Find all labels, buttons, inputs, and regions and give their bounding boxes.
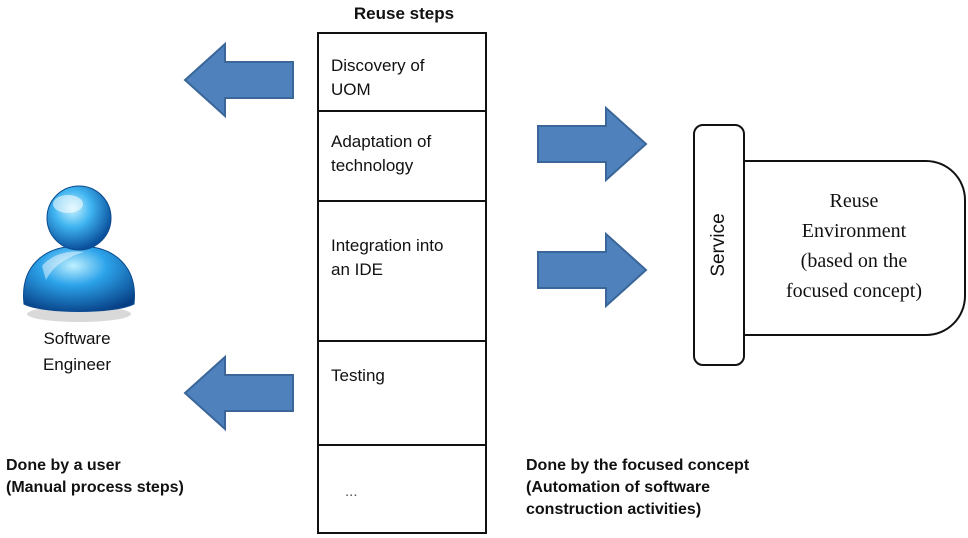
- step-integration: Integration into an IDE: [319, 202, 485, 342]
- automation-note: Done by the focused concept (Automation …: [526, 457, 750, 518]
- step-label: Testing: [331, 366, 385, 385]
- service-box: Service: [693, 124, 745, 366]
- step-label: Integration into an IDE: [331, 236, 444, 279]
- step-adaptation: Adaptation of technology: [319, 112, 485, 202]
- environment-label: Reuse Environment (based on the focused …: [785, 190, 923, 302]
- step-label: Adaptation of technology: [331, 132, 432, 175]
- diagram-title: Reuse steps: [353, 4, 455, 23]
- left-arrow-testing: [183, 354, 294, 432]
- manual-steps-note: Done by a user (Manual process steps): [6, 457, 184, 496]
- user-icon: [23, 185, 135, 322]
- step-more: ...: [319, 446, 485, 532]
- step-discovery: Discovery of UOM: [319, 34, 485, 112]
- actor-label: Software Engineer: [42, 329, 112, 374]
- step-testing: Testing: [319, 342, 485, 446]
- right-arrow-adaptation: [537, 105, 648, 183]
- left-arrow-discovery: [183, 41, 294, 119]
- step-label: ...: [345, 483, 358, 500]
- reuse-environment-box: Reuse Environment (based on the focused …: [730, 160, 966, 336]
- right-arrow-integration: [537, 231, 648, 309]
- service-label: Service: [708, 213, 729, 277]
- step-label: Discovery of UOM: [331, 56, 425, 99]
- reuse-steps-table: Discovery of UOM Adaptation of technolog…: [317, 32, 487, 534]
